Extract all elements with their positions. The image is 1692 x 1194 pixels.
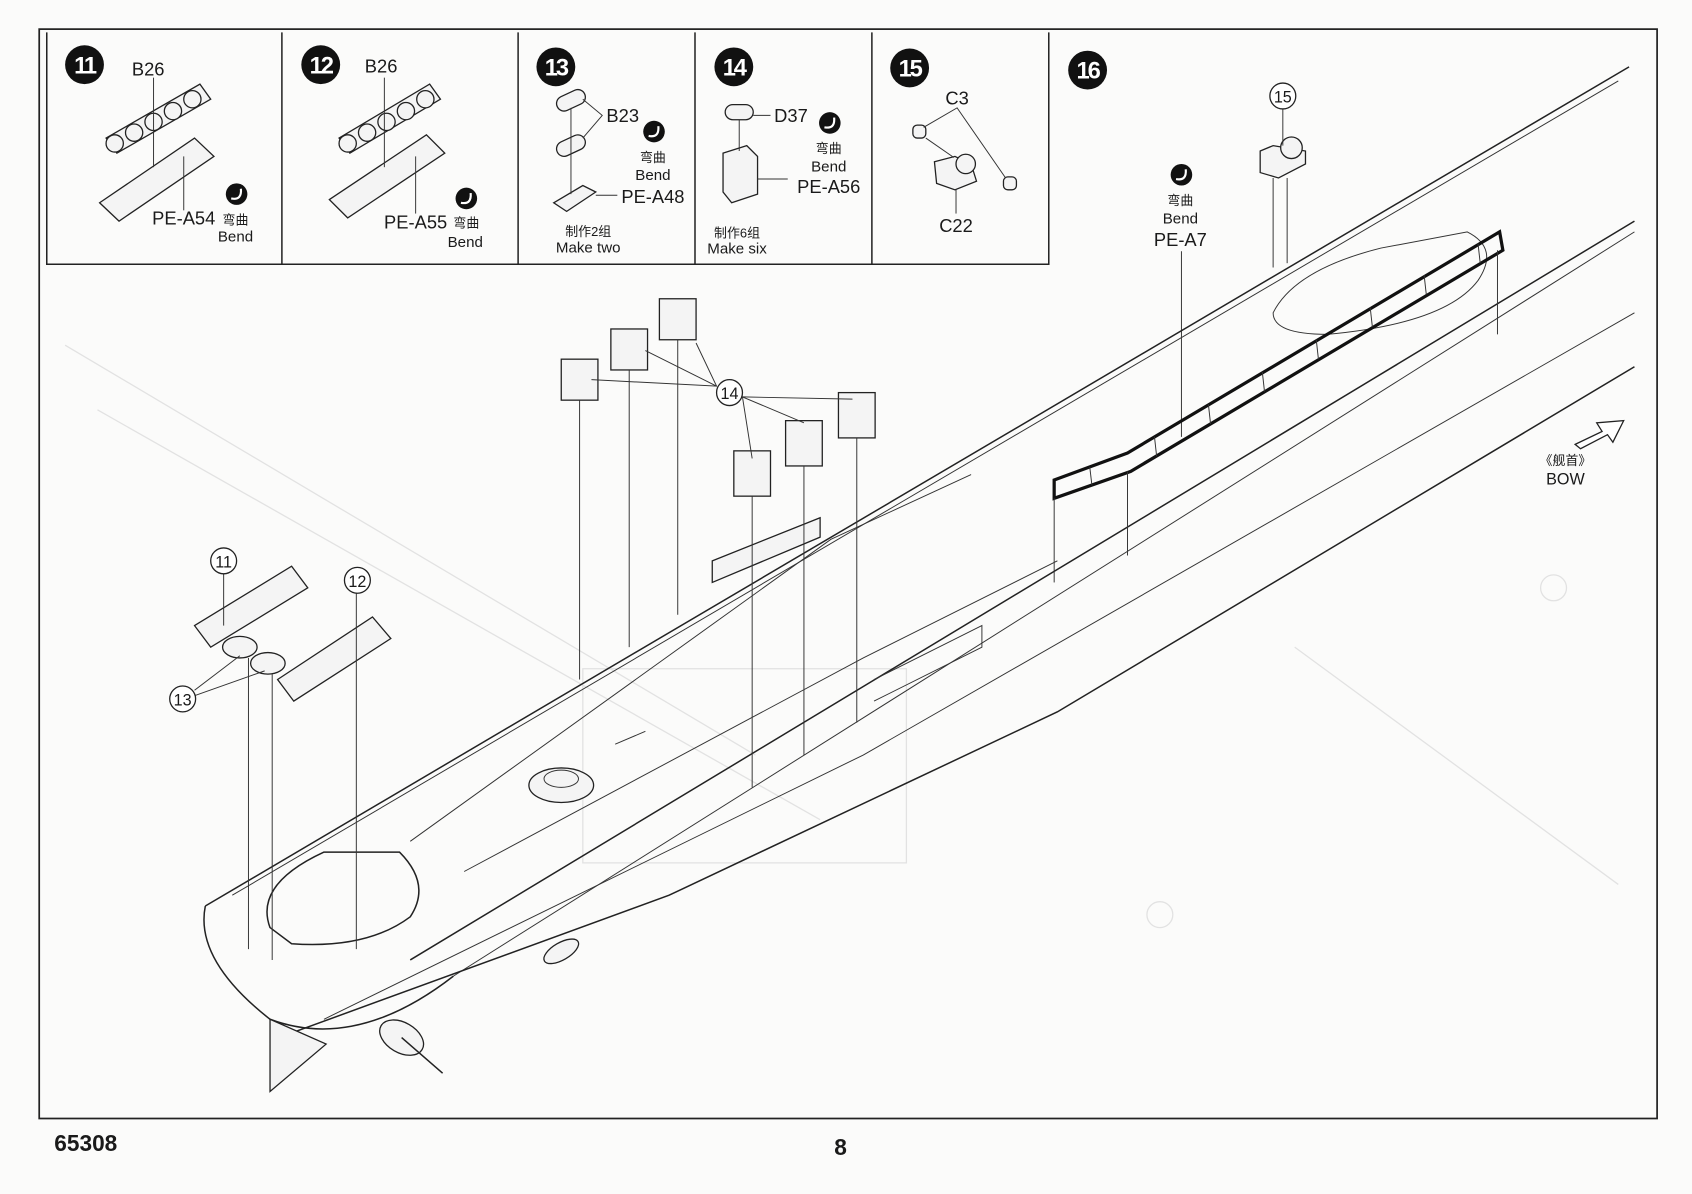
bend-icon <box>819 112 841 134</box>
step-badge-13: 13 <box>536 47 576 87</box>
bend-label-cn: 弯曲 <box>453 216 479 231</box>
step-badge-11: 11 <box>65 45 104 85</box>
pe-label: PE-A55 <box>384 212 447 233</box>
bow-label-cn: 《舰首》 <box>1540 453 1592 468</box>
float-rack-part <box>105 83 212 155</box>
bend-icon <box>455 187 478 210</box>
bend-label-en: Bend <box>448 234 483 251</box>
step-badge-15: 15 <box>890 48 930 88</box>
ship-hull-drawing <box>203 66 1635 1093</box>
part-label-b26: B26 <box>365 55 398 76</box>
bend-icon <box>1170 163 1193 186</box>
part-label-c3: C3 <box>945 88 968 109</box>
pe-label: PE-A7 <box>1154 229 1207 250</box>
part-label-b23: B23 <box>606 105 639 126</box>
pe-label: PE-A48 <box>621 186 684 207</box>
bend-label-cn: 弯曲 <box>640 150 666 165</box>
page-number: 8 <box>834 1134 847 1160</box>
part-label-b26: B26 <box>132 59 165 80</box>
step-15-drawing <box>912 107 1018 214</box>
bend-label-cn: 弯曲 <box>223 212 249 227</box>
float-racks <box>193 565 392 960</box>
svg-text:16: 16 <box>1077 59 1101 85</box>
bend-icon <box>225 183 248 205</box>
svg-text:11: 11 <box>215 553 232 571</box>
quantity-label-en: Make two <box>556 239 621 256</box>
svg-text:15: 15 <box>899 57 923 83</box>
bend-icon <box>643 120 665 143</box>
svg-text:14: 14 <box>723 56 748 82</box>
uptake-parts <box>560 298 876 788</box>
svg-text:12: 12 <box>310 53 334 79</box>
pe-label: PE-A54 <box>152 207 215 228</box>
bow-label-en: BOW <box>1546 470 1585 488</box>
winch-part <box>1259 136 1307 179</box>
step-badge-16: 16 <box>1068 50 1108 90</box>
bend-label-en: Bend <box>218 229 253 246</box>
svg-text:13: 13 <box>545 56 569 82</box>
pe-label: PE-A56 <box>797 176 860 197</box>
step-14-drawing <box>722 103 788 204</box>
svg-text:14: 14 <box>721 385 739 403</box>
bend-label-cn: 弯曲 <box>816 141 842 156</box>
bend-label-en: Bend <box>811 158 846 175</box>
step-11-drawing <box>98 77 215 222</box>
svg-text:13: 13 <box>174 691 192 709</box>
bend-label-en: Bend <box>1163 210 1198 227</box>
svg-text:15: 15 <box>1274 88 1292 106</box>
quantity-label-cn: 制作2组 <box>565 224 611 239</box>
pe-a7-railing <box>1052 229 1505 583</box>
quantity-label-cn: 制作6组 <box>714 225 760 240</box>
model-number: 65308 <box>54 1130 117 1156</box>
step-badge-14: 14 <box>714 47 754 87</box>
callout-15: 15 <box>1269 82 1297 110</box>
step-panels-row <box>46 32 1050 266</box>
step-badge-12: 12 <box>301 45 341 85</box>
callout-14: 14 <box>591 342 853 459</box>
show-through-ghost <box>64 344 1619 929</box>
step-12-drawing <box>328 77 446 219</box>
bend-label-en: Bend <box>635 167 670 184</box>
bow-arrow-icon <box>1573 419 1625 450</box>
step-13-drawing <box>552 88 618 213</box>
svg-text:11: 11 <box>74 53 97 79</box>
callout-12: 12 <box>343 566 371 594</box>
page-frame <box>38 28 1658 1120</box>
quantity-label-en: Make six <box>707 240 767 257</box>
part-label-c22: C22 <box>939 215 973 236</box>
part-label-d37: D37 <box>774 105 808 126</box>
bend-label-cn: 弯曲 <box>1167 193 1193 208</box>
callout-13: 13 <box>169 685 197 713</box>
callout-11: 11 <box>210 547 238 575</box>
svg-text:12: 12 <box>348 573 366 591</box>
